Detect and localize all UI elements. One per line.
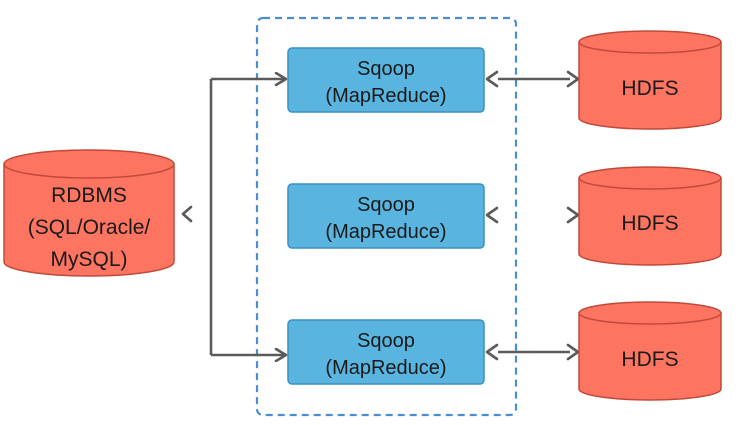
hdfs-cylinder-3: HDFS — [578, 301, 722, 401]
hdfs-cylinder-1-body — [578, 41, 722, 130]
hdfs-cylinder-2-top — [578, 166, 722, 190]
hdfs-cylinder-2-body — [578, 177, 722, 266]
mapper-2-hdfs-arrowhead-left — [485, 206, 499, 224]
sqoop-mapper-1-box — [287, 47, 485, 113]
sqoop-mapper-3-title: Sqoop — [357, 330, 415, 352]
rdbms-label-line-2: (SQL/Oracle/ — [28, 216, 151, 239]
sqoop-mapper-3-subtitle: (MapReduce) — [325, 357, 446, 379]
hdfs-cylinder-3-body — [578, 312, 722, 401]
hdfs-cylinder-1-top — [578, 30, 722, 54]
hdfs-cylinder-3-top — [578, 301, 722, 325]
hdfs-cylinder-1: HDFS — [578, 30, 722, 130]
hdfs-cylinder-2-label: HDFS — [621, 212, 678, 235]
mapper-3-hdfs-arrowhead-left — [485, 343, 499, 361]
sqoop-mapper-1-title: Sqoop — [357, 58, 415, 80]
rdbms-connector — [181, 79, 286, 355]
hdfs-cylinder-3-label: HDFS — [621, 348, 678, 371]
rdbms-cylinder-top — [3, 149, 175, 179]
mapper-group-border — [255, 16, 518, 417]
rdbms-arrow-stub — [181, 205, 193, 223]
hdfs-cylinder-2: HDFS — [578, 166, 722, 266]
mapper-2-hdfs-arrowhead-right — [566, 206, 580, 224]
mapper-3-hdfs-arrowhead-right — [566, 343, 580, 361]
sqoop-mapper-2-box — [287, 183, 485, 249]
rdbms-cylinder-body — [3, 163, 175, 277]
sqoop-mapper-1-subtitle: (MapReduce) — [325, 85, 446, 107]
sqoop-mapper-3: Sqoop (MapReduce) — [287, 319, 485, 385]
sqoop-mapper-2: Sqoop (MapReduce) — [287, 183, 485, 249]
mapper-1-hdfs-arrowhead-right — [566, 70, 580, 88]
hdfs-connectors — [485, 70, 580, 361]
rdbms-cylinder: RDBMS (SQL/Oracle/ MySQL) — [3, 149, 175, 277]
rdbms-label-line-1: RDBMS — [51, 184, 127, 207]
sqoop-mapper-3-box — [287, 319, 485, 385]
mapper-1-hdfs-arrowhead-left — [485, 70, 499, 88]
sqoop-mapper-1: Sqoop (MapReduce) — [287, 47, 485, 113]
sqoop-mapper-2-subtitle: (MapReduce) — [325, 221, 446, 243]
sqoop-mapper-2-title: Sqoop — [357, 194, 415, 216]
hdfs-cylinder-1-label: HDFS — [621, 77, 678, 100]
rdbms-label-line-3: MySQL) — [50, 248, 127, 271]
